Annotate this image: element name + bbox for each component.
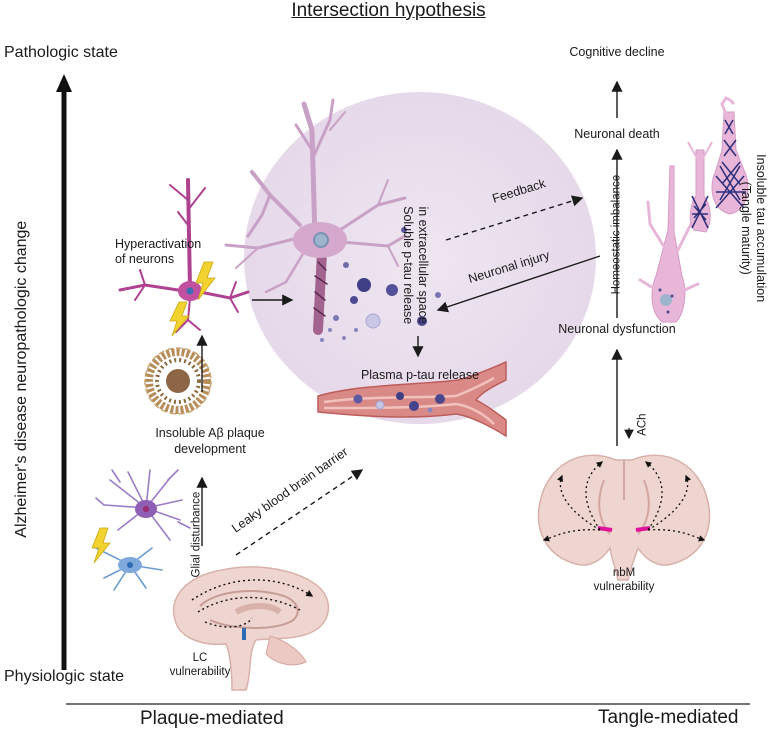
sagittal-brain-icon	[172, 566, 330, 691]
lc-label-line1: LC	[192, 652, 208, 664]
lc-label-line2: vulnerability	[169, 666, 231, 678]
y-axis-label: Alzheimer's disease neuropathologic chan…	[12, 220, 30, 538]
coronal-brain-icon	[537, 454, 711, 581]
homeostatic-imbalance-label: Homeostatic imbalance	[610, 174, 623, 295]
lightning-icon	[195, 261, 216, 301]
astrocyte-icon	[95, 547, 163, 591]
lightning-icon	[91, 527, 111, 564]
arrow-neuronal-injury	[436, 255, 601, 313]
plaque-label-line2: development	[174, 442, 246, 456]
blood-vessel-icon	[317, 360, 507, 438]
glial-disturbance-label: Glial disturbance	[190, 491, 203, 578]
arrow-feedback	[445, 195, 584, 241]
neuronal-death-label: Neuronal death	[574, 127, 660, 141]
nbm-label-line1: nbM	[612, 567, 636, 579]
microglia-nucleus	[142, 505, 150, 513]
plasma-ptau-label: Plasma p-tau release	[360, 368, 480, 382]
hyperactivated-neuron-icon	[118, 178, 250, 333]
p-tau-particles	[320, 227, 441, 342]
tau-accumulation-label-line2: (Tangle maturity)	[739, 181, 754, 275]
tangle-mediated-label: Tangle-mediated	[598, 707, 739, 728]
ach-label: ACh	[636, 413, 649, 436]
amyloid-plaque-icon	[144, 347, 212, 415]
plaque-mediated-label: Plaque-mediated	[140, 708, 284, 729]
hyperactivation-label-line2: of neurons	[115, 252, 175, 266]
nbm-label-line2: vulnerability	[593, 581, 655, 593]
plaque-label-line1: Insoluble Aβ plaque	[155, 426, 265, 440]
arrow-leaky-bbb	[235, 469, 364, 556]
physiologic-state-label: Physiologic state	[4, 668, 125, 685]
astrocyte-nucleus	[127, 562, 133, 568]
hyperactivation-label-line1: Hyperactivation	[115, 237, 202, 251]
cognitive-decline-label: Cognitive decline	[569, 45, 665, 59]
hyperactivated-neuron-nucleus	[186, 287, 194, 295]
central-neuron-nucleus	[313, 232, 329, 248]
diagram-title: Intersection hypothesis	[291, 0, 486, 21]
microglia-icon	[95, 469, 191, 541]
extracellular-circle	[244, 92, 596, 424]
soluble-ptau-label-line2: in extracellular space	[416, 206, 431, 324]
central-neuron-icon	[224, 98, 407, 335]
tau-accumulation-label-line1: Insoluble tau accumulation	[754, 154, 769, 303]
pathologic-state-label: Pathologic state	[4, 44, 118, 61]
lightning-icon	[169, 301, 190, 337]
neuronal-dysfunction-label: Neuronal dysfunction	[558, 322, 676, 336]
soluble-ptau-label-line1: Soluble p-tau release	[401, 206, 416, 325]
tangle-neuron-icon	[638, 96, 749, 323]
y-axis-arrow	[56, 74, 72, 670]
